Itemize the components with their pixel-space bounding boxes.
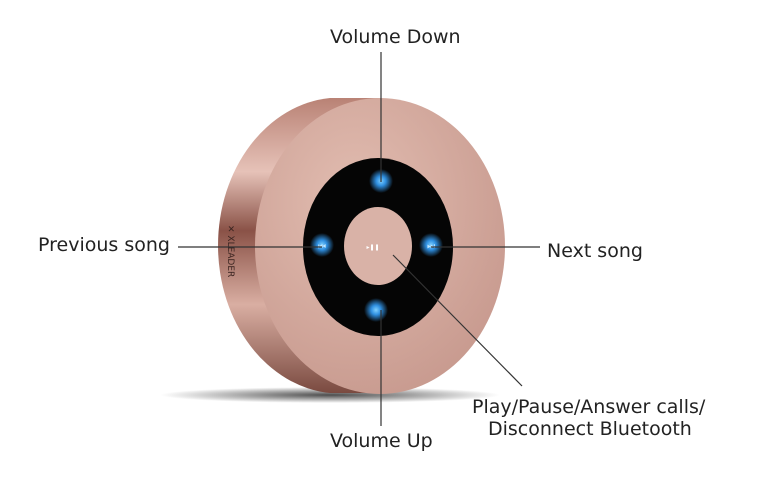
brand-logo: ✕ XLEADER [225,225,235,277]
next-led[interactable] [419,233,443,257]
play-pause-leader [392,254,523,387]
floor-shadow [160,387,500,403]
previous-led[interactable] [310,233,334,257]
label-play-pause-2: Disconnect Bluetooth [488,418,692,440]
label-next-song: Next song [547,240,643,262]
label-volume-up: Volume Up [330,430,433,452]
play-pause-button[interactable] [344,207,412,285]
label-previous-song: Previous song [38,234,170,256]
label-play-pause-1: Play/Pause/Answer calls/ [472,396,706,418]
svg-text:✕ XLEADER: ✕ XLEADER [225,225,235,277]
play-pause-icon: ▸❚❚ [366,244,379,251]
volume-up-led[interactable] [364,298,388,322]
label-volume-down: Volume Down [330,26,461,48]
